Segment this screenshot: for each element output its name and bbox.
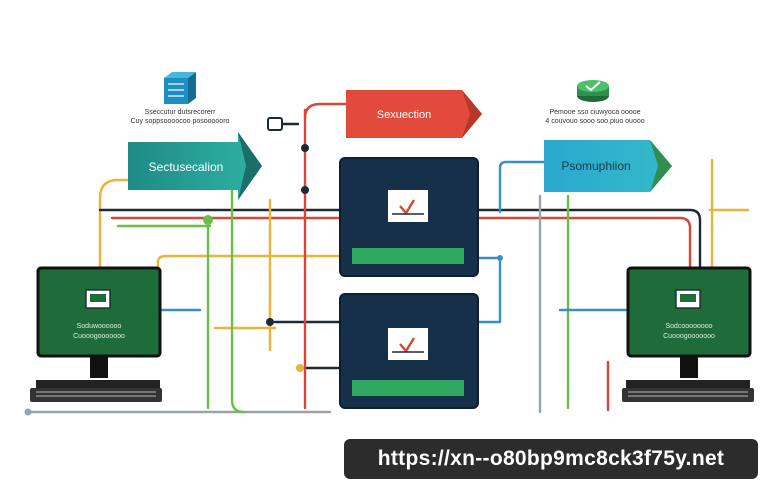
caption-top-left-2: Cuy soppsoooocoo posoooooro [131, 118, 230, 125]
wires [24, 102, 750, 416]
arrow-right-label: Psomuphiion [561, 159, 630, 173]
caption-top-right-2: 4 couvouo sooo soo piuo ouooo [545, 118, 644, 125]
monitor-left: Soduwoooooo Cuooogooooooo [30, 266, 162, 402]
wire-red-r2 [476, 216, 692, 272]
monitor-right-line2: Cuooogooooooo [663, 333, 715, 340]
monitor-left-line2: Cuooogooooooo [73, 333, 125, 340]
caption-top-right-1: Pemooe sso ciuwyoca ooooe [549, 109, 640, 116]
connector-nodes [203, 117, 503, 372]
folder-icon [85, 289, 111, 309]
center-panel-bottom [339, 293, 479, 409]
router-disc-icon [577, 80, 609, 102]
connector-node [296, 364, 304, 372]
arrow-left-label: Sectusecalion [149, 160, 224, 174]
folder-icon [675, 289, 701, 309]
caption-top-left-1: Sseccutur dutsrecorerr [145, 109, 216, 116]
arrow-top-center-label: Sexuection [377, 109, 431, 121]
connector-node [203, 215, 213, 225]
keyboard-keys-right [628, 391, 748, 397]
wire-yellow-top [98, 178, 130, 272]
arrow-left: Sectusecalion [128, 132, 262, 200]
arrow-right: Psomuphiion [544, 140, 672, 192]
wire-dark-r1 [476, 208, 702, 272]
wire-yellow-h2 [156, 254, 342, 272]
center-panel-top [339, 157, 479, 277]
connector-node [301, 186, 309, 194]
wire-blue-r7 [476, 256, 502, 324]
connector-node [266, 318, 274, 326]
monitor-right: Sodcoooooooo Cuooogooooooo [622, 266, 754, 402]
wire-blue-r4 [498, 160, 546, 214]
keyboard-keys-left [36, 391, 156, 397]
server-cube-icon [164, 72, 196, 104]
checkmark-icon [399, 199, 416, 216]
arrow-top-center: Sexuection [346, 90, 482, 138]
monitor-left-line1: Soduwoooooo [77, 323, 122, 330]
url-banner: https://xn--o80bp9mc8ck3f75y.net [344, 439, 758, 479]
connector-node [301, 144, 309, 152]
connector-node [497, 255, 503, 261]
connector-plug [267, 117, 283, 131]
baseline-endpoint [24, 408, 32, 416]
wire-green-v2 [230, 188, 246, 414]
checkmark-icon [399, 337, 416, 354]
monitor-right-line1: Sodcoooooooo [665, 323, 712, 330]
wire-red-v3b [303, 102, 348, 120]
